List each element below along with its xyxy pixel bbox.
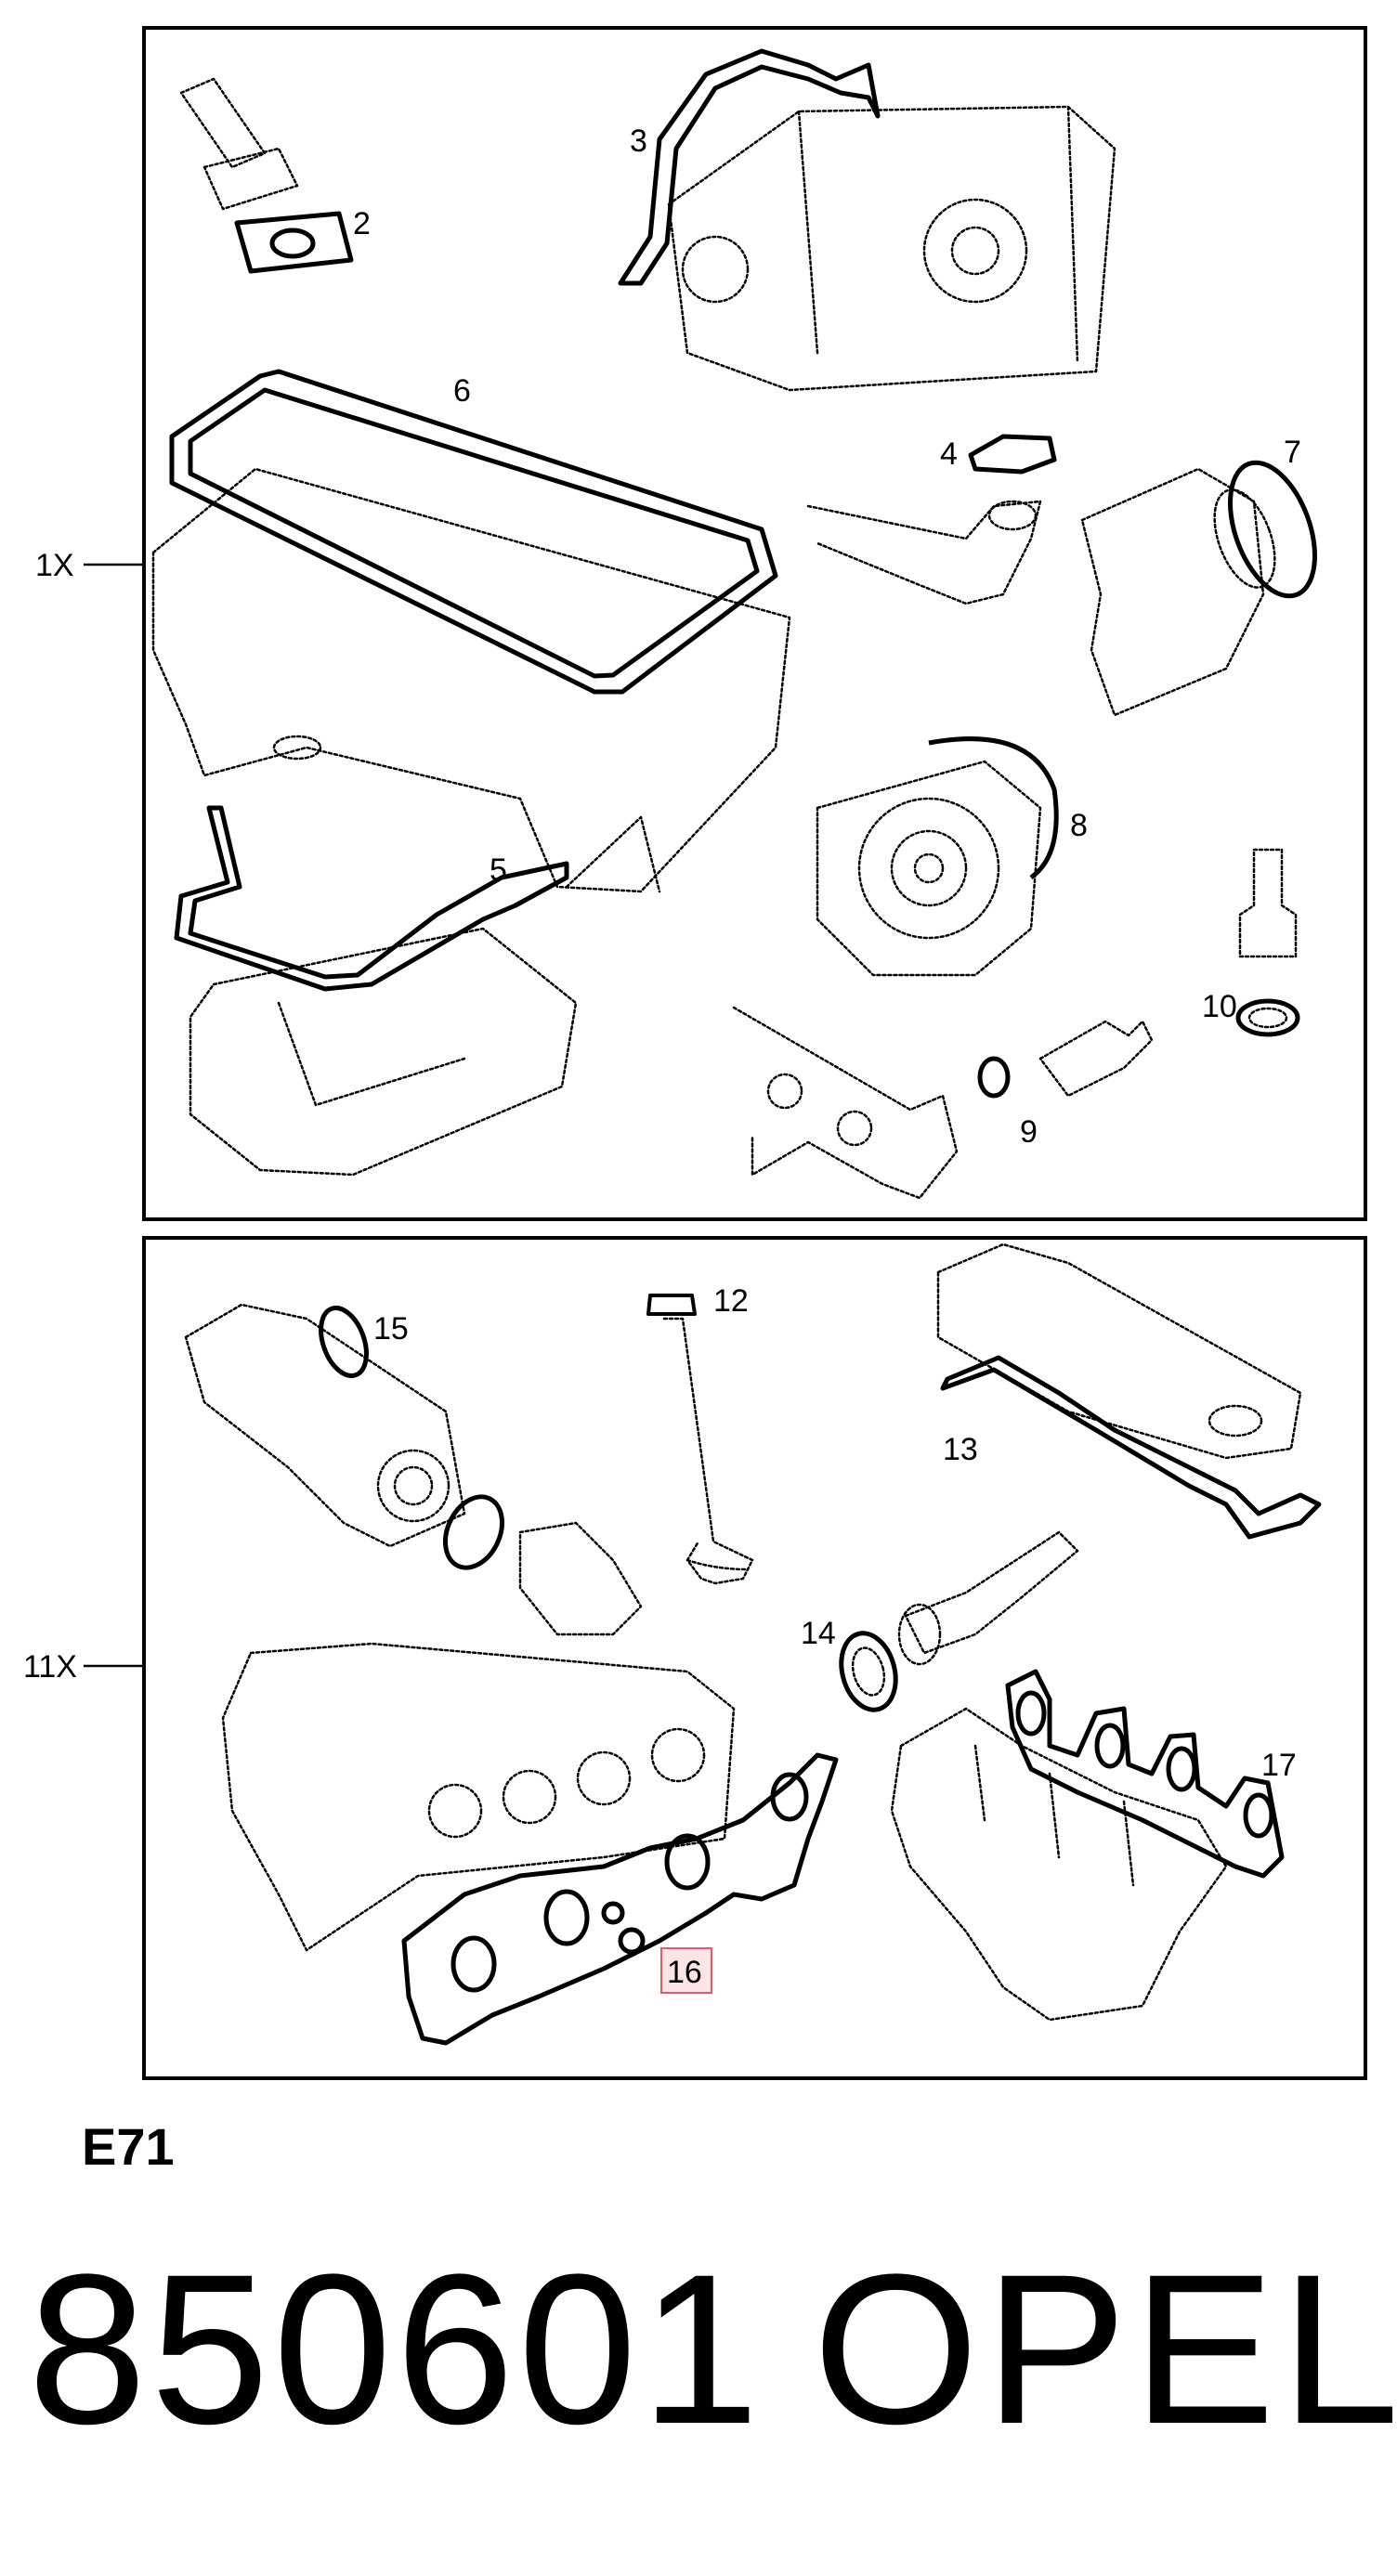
callout-4: 4 bbox=[940, 436, 958, 472]
callout-2: 2 bbox=[353, 206, 371, 241]
callout-16: 16 bbox=[667, 1955, 702, 1990]
callout-14: 14 bbox=[801, 1616, 836, 1651]
callout-8: 8 bbox=[1070, 808, 1088, 843]
lower-oil-pan-gasket-5-illustration bbox=[174, 805, 569, 992]
gasket-2-illustration bbox=[234, 211, 354, 274]
part-number: 850601 bbox=[28, 2230, 764, 2468]
quantity-label-lower: 11X bbox=[23, 1649, 77, 1685]
diagram-code: E71 bbox=[82, 2117, 175, 2176]
lower-oil-pan-illustration bbox=[189, 927, 578, 1177]
timing-cover-gasket-3-illustration bbox=[618, 48, 881, 286]
brand-name: OPEL bbox=[813, 2230, 1397, 2468]
valve-cover-illustration bbox=[936, 1242, 1302, 1460]
callout-3: 3 bbox=[630, 124, 647, 159]
intake-manifold-illustration bbox=[221, 1642, 736, 1952]
oil-pan-gasket-6-illustration bbox=[169, 369, 778, 695]
callout-5: 5 bbox=[490, 852, 507, 888]
oil-pipe-illustration bbox=[179, 77, 299, 211]
lower-panel-frame bbox=[142, 1236, 1367, 2080]
upper-oil-pan-illustration bbox=[151, 467, 791, 893]
callout-15: 15 bbox=[373, 1311, 409, 1347]
intake-manifold-gasket-16-illustration bbox=[401, 1752, 839, 2046]
plug-seal-10-illustration bbox=[1235, 848, 1300, 1037]
callout-7: 7 bbox=[1284, 435, 1301, 470]
oil-pressure-switch-seal-9-illustration bbox=[732, 1006, 1154, 1200]
crankshaft-seal-7-illustration bbox=[1080, 460, 1318, 717]
thermostat-housing-illustration bbox=[184, 1303, 643, 1636]
callout-10: 10 bbox=[1202, 989, 1237, 1024]
callout-16-highlight bbox=[660, 1947, 712, 1994]
callout-13: 13 bbox=[943, 1432, 978, 1467]
exhaust-manifold-gasket-17-illustration bbox=[1005, 1669, 1285, 1879]
callout-12: 12 bbox=[713, 1283, 749, 1319]
upper-panel-frame bbox=[142, 26, 1367, 1221]
camshaft-seal-14-illustration bbox=[839, 1530, 1079, 1712]
quantity-label-upper: 1X bbox=[35, 548, 74, 583]
valve-stem-seal-12-illustration bbox=[646, 1294, 754, 1585]
callout-17: 17 bbox=[1261, 1748, 1297, 1783]
callout-9: 9 bbox=[1020, 1114, 1038, 1150]
engine-block-illustration bbox=[667, 105, 1116, 392]
water-pump-gasket-8-illustration bbox=[816, 736, 1059, 977]
exhaust-manifold-illustration bbox=[890, 1707, 1228, 2022]
valve-cover-gasket-13-illustration bbox=[940, 1355, 1322, 1540]
callout-6: 6 bbox=[453, 373, 471, 409]
pickup-pipe-gasket-4-illustration bbox=[806, 434, 1057, 605]
